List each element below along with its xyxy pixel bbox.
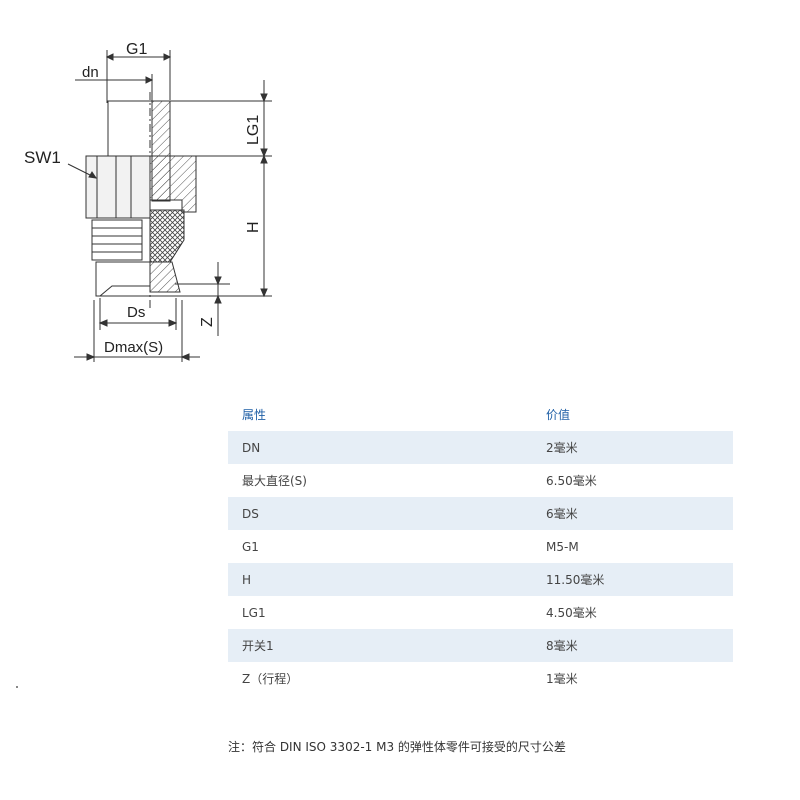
table-row: 开关1 8毫米	[228, 629, 733, 662]
row-value: 4.50毫米	[546, 606, 597, 620]
table-header-row: 属性 价值	[228, 398, 733, 431]
tolerance-note: 注：符合 DIN ISO 3302-1 M3 的弹性体零件可接受的尺寸公差	[228, 740, 566, 754]
table-row: Z（行程） 1毫米	[228, 662, 733, 695]
technical-drawing: G1 dn SW1 LG1 H Ds Z Dmax(S)	[24, 41, 272, 362]
table-row: H 11.50毫米	[228, 563, 733, 596]
label-ds: Ds	[127, 304, 145, 321]
row-value: 8毫米	[546, 639, 578, 653]
table-row: DN 2毫米	[228, 431, 733, 464]
row-attribute: DS	[242, 506, 259, 521]
table-row: G1 M5-M	[228, 530, 733, 563]
spec-table: 属性 价值 DN 2毫米 最大直径(S) 6.50毫米 DS 6毫米 G1 M5…	[228, 398, 733, 695]
row-value: M5-M	[546, 539, 579, 554]
row-attribute: LG1	[242, 605, 266, 620]
row-value: 2毫米	[546, 441, 578, 455]
table-row: DS 6毫米	[228, 497, 733, 530]
row-attribute: 最大直径(S)	[242, 474, 307, 488]
row-attribute: H	[242, 572, 252, 587]
stray-dot	[16, 686, 18, 688]
label-z: Z	[199, 317, 216, 327]
label-h: H	[245, 221, 262, 233]
header-attribute: 属性	[242, 408, 267, 422]
row-attribute: G1	[242, 539, 259, 554]
row-value: 1毫米	[546, 672, 578, 686]
header-value: 价值	[546, 408, 571, 422]
table-row: LG1 4.50毫米	[228, 596, 733, 629]
label-dmax: Dmax(S)	[104, 339, 163, 356]
label-g1: G1	[126, 41, 147, 58]
label-sw1: SW1	[24, 148, 61, 167]
row-attribute: 开关1	[242, 639, 274, 653]
label-dn: dn	[82, 64, 99, 81]
row-attribute: Z（行程）	[242, 672, 299, 686]
row-attribute: DN	[242, 440, 261, 455]
row-value: 11.50毫米	[546, 573, 605, 587]
row-value: 6.50毫米	[546, 474, 597, 488]
table-row: 最大直径(S) 6.50毫米	[228, 464, 733, 497]
label-lg1: LG1	[245, 115, 262, 145]
row-value: 6毫米	[546, 507, 578, 521]
